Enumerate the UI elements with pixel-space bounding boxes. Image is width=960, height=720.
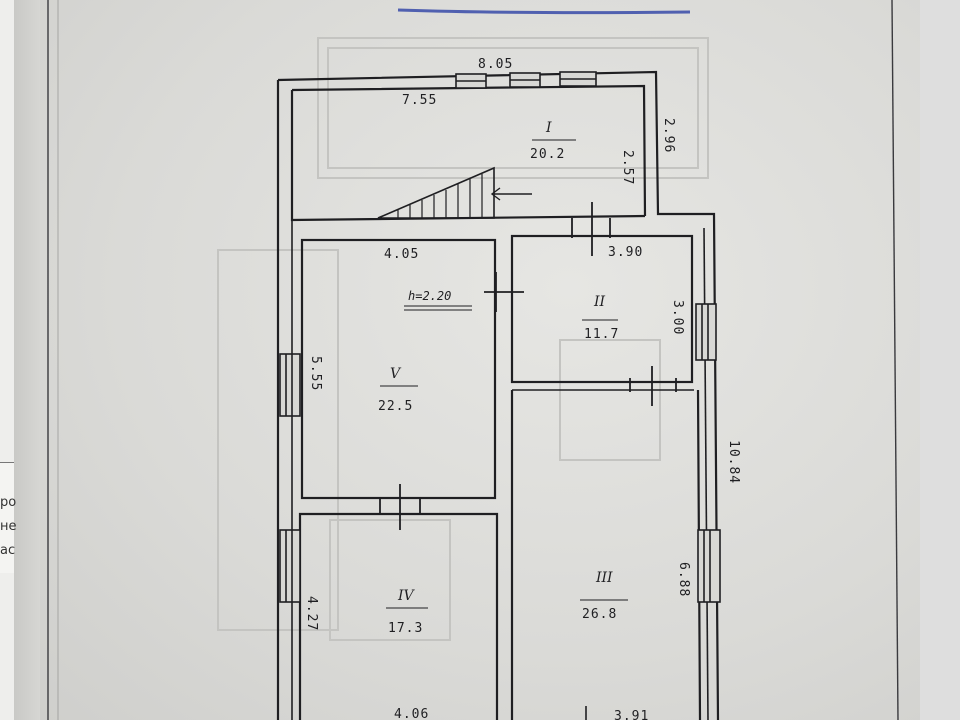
room-I-numeral: I	[545, 120, 552, 136]
window-left-group	[279, 353, 301, 603]
dim-room-V-depth: 5.55	[308, 356, 323, 391]
room-V-area: 22.5	[378, 399, 413, 414]
dim-room-I-outer-depth: 2.96	[661, 118, 676, 153]
show-through-ghost-plan	[217, 37, 709, 641]
sheet-frame-right	[891, 0, 899, 720]
room-II-area: 11.7	[584, 327, 619, 342]
door-group	[379, 202, 677, 530]
room-height-label: h=2.20	[408, 289, 451, 303]
dim-room-IV-depth: 4.27	[304, 596, 319, 631]
room-II-numeral: II	[593, 294, 606, 310]
inner-right-wall	[703, 227, 709, 720]
dim-room-II-width: 3.90	[608, 245, 643, 260]
room-III-numeral: III	[595, 570, 613, 586]
dim-room-III-depth: 6.88	[676, 562, 691, 597]
dim-room-V-width: 4.05	[384, 247, 419, 262]
room-III-walls	[510, 389, 702, 720]
dim-total-length: 10.84	[726, 440, 741, 484]
dim-room-II-depth: 3.00	[670, 300, 685, 335]
window-right-group	[695, 303, 721, 603]
dim-room-IV-width: 4.06	[394, 707, 429, 720]
room-V-numeral: V	[390, 366, 402, 382]
room-IV-area: 17.3	[388, 621, 423, 636]
room-IV-numeral: IV	[397, 588, 416, 604]
adjacent-page-edge: ро не ас	[0, 462, 17, 573]
room-V-walls	[300, 238, 497, 500]
room-I-area: 20.2	[530, 147, 565, 162]
room-IV-walls	[298, 512, 499, 720]
room-III-area: 26.8	[582, 607, 617, 622]
dim-room-III-width: 3.91	[614, 709, 649, 720]
staircase	[377, 166, 532, 219]
dim-room-I-depth: 2.57	[620, 150, 635, 185]
dim-top-width: 8.05	[478, 57, 513, 72]
dim-room-I-width: 7.55	[402, 93, 437, 108]
window-top-group	[455, 71, 597, 89]
blue-stamp-mark	[397, 8, 691, 15]
side-note-line-2: не	[0, 519, 17, 534]
side-note-line-1: ро	[0, 495, 17, 510]
paper-sheet	[40, 0, 920, 720]
side-note-line-3: ас	[0, 543, 16, 558]
